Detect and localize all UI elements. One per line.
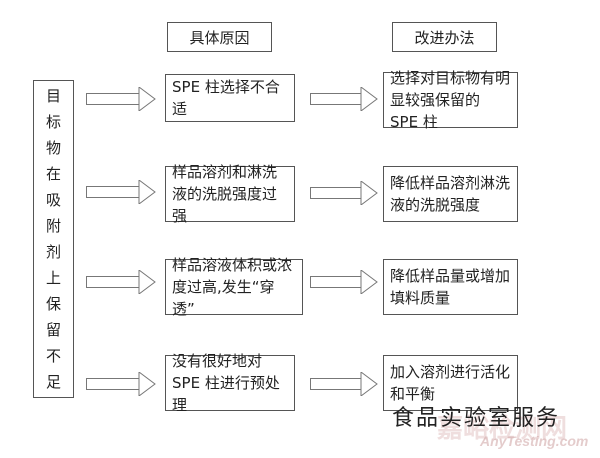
- arrow-mid-row-2: [310, 181, 378, 205]
- solution-box-4: 加入溶剂进行活化和平衡: [383, 355, 518, 411]
- arrow-mid-row-1: [310, 87, 378, 111]
- reason-box-4: 没有很好地对 SPE 柱进行预处理: [165, 352, 295, 414]
- arrow-left-row-1: [86, 87, 156, 111]
- left-label-char: 附: [45, 217, 61, 235]
- left-label-char: 目: [45, 87, 61, 105]
- arrow-mid-row-4: [310, 372, 378, 396]
- left-label-box: 目标物在吸附剂上保留不足: [33, 80, 74, 398]
- watermark-site-en: AnyTesting.com: [480, 433, 589, 449]
- reason-box-3: 样品溶液体积或浓度过高,发生“穿透”: [165, 256, 303, 318]
- left-label-char: 留: [45, 321, 61, 339]
- left-label-char: 标: [45, 113, 61, 131]
- header-reason: 具体原因: [167, 22, 272, 52]
- left-label-char: 物: [45, 139, 61, 157]
- reason-box-1: SPE 柱选择不合适: [165, 74, 295, 122]
- left-label-char: 在: [45, 165, 61, 183]
- left-label-char: 吸: [45, 191, 61, 209]
- solution-box-2: 降低样品溶剂淋洗液的洗脱强度: [383, 166, 518, 222]
- arrow-left-row-2: [86, 180, 156, 204]
- reason-box-2: 样品溶剂和淋洗液的洗脱强度过强: [165, 163, 295, 225]
- left-label-char: 剂: [45, 243, 61, 261]
- watermark-site-cn: 嘉峪检测网: [437, 413, 568, 443]
- left-label-char: 保: [45, 295, 61, 313]
- header-solution: 改进办法: [392, 22, 497, 52]
- left-label-char: 上: [45, 269, 61, 287]
- left-label-char: 不: [45, 347, 61, 365]
- watermark-service-text: 食品实验室服务: [392, 406, 561, 431]
- left-label-char: 足: [45, 373, 61, 391]
- solution-box-1: 选择对目标物有明显较强保留的 SPE 柱: [383, 69, 518, 131]
- arrow-mid-row-3: [310, 270, 378, 294]
- arrow-left-row-4: [86, 372, 156, 396]
- arrow-left-row-3: [86, 270, 156, 294]
- solution-box-3: 降低样品量或增加填料质量: [383, 259, 518, 315]
